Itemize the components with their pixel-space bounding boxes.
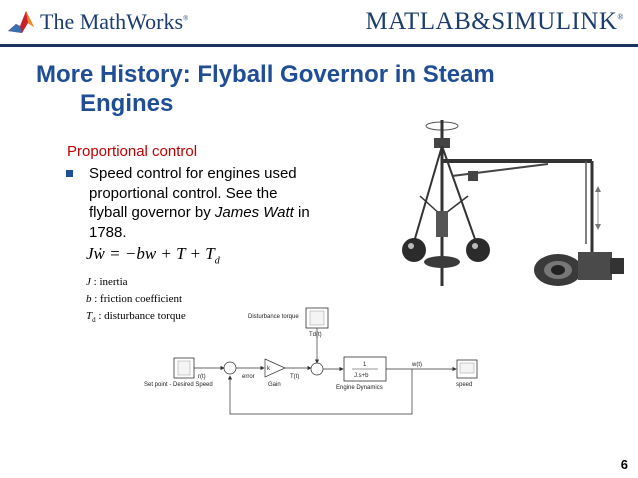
scope-label: speed — [456, 382, 472, 388]
header-divider — [0, 44, 638, 47]
block-diagram: Disturbance torque Td(t) Set point - Des… — [144, 307, 478, 415]
bullet-text: Speed control for engines used proportio… — [89, 165, 310, 241]
gain-label: Gain — [268, 382, 281, 388]
setpoint-label: Set point - Desired Speed — [144, 382, 213, 388]
gain-symbol: k — [267, 366, 271, 372]
disturbance-block[interactable] — [305, 307, 329, 329]
td-label: Td(t) — [309, 332, 322, 338]
torque-sum-junction[interactable] — [310, 362, 324, 376]
definition-inertia: J : inertia — [86, 276, 128, 288]
slide-title: More History: Flyball Governor in Steam … — [36, 61, 495, 117]
speed-scope-block[interactable] — [456, 359, 478, 379]
engine-dynamics-block[interactable] — [343, 356, 387, 382]
flyball-governor-illustration — [402, 120, 624, 286]
header-bar: The MathWorks® MATLAB&SIMULINK® — [0, 0, 638, 44]
gain-block[interactable] — [264, 358, 286, 378]
membrane-logo-icon — [8, 11, 34, 33]
disturbance-label: Disturbance torque — [248, 314, 299, 320]
error-label: error — [242, 374, 255, 380]
definition-disturbance: Td : disturbance torque — [86, 310, 186, 325]
tf-numerator: 1 — [363, 362, 367, 368]
page-number: 6 — [620, 457, 628, 472]
engine-label: Engine Dynamics — [336, 385, 383, 391]
square-bullet-icon — [66, 170, 73, 177]
mathworks-logo[interactable]: The MathWorks® — [6, 6, 188, 38]
error-sum-junction[interactable] — [223, 361, 237, 375]
subheading: Proportional control — [67, 143, 198, 160]
r-label: r(t) — [198, 374, 206, 380]
w-label: w(t) — [411, 362, 422, 368]
mathworks-wordmark: The MathWorks® — [40, 9, 189, 34]
setpoint-block[interactable] — [173, 357, 195, 379]
equation: Jẇ = −bw + T + Td — [86, 244, 220, 267]
definition-friction: b : friction coefficient — [86, 293, 183, 305]
inventor-name: James Watt — [214, 204, 294, 221]
tf-denominator: J.s+b — [354, 373, 369, 379]
torque-label: T(t) — [290, 374, 299, 380]
matlab-simulink-wordmark: MATLAB&SIMULINK® — [365, 8, 624, 35]
